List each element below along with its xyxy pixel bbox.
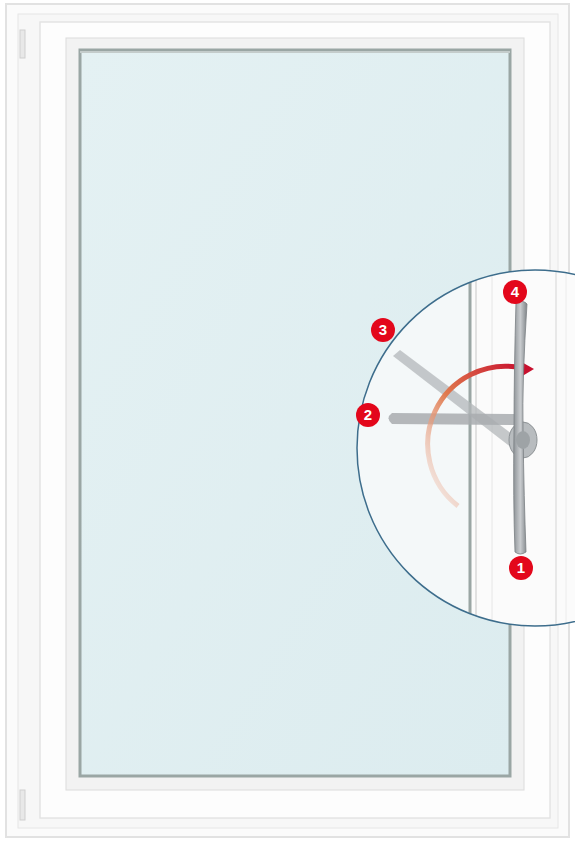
callout-number: 4 xyxy=(503,280,527,304)
callout-number: 2 xyxy=(356,403,380,427)
callout-number: 3 xyxy=(371,318,395,342)
callout-number: 1 xyxy=(509,556,533,580)
